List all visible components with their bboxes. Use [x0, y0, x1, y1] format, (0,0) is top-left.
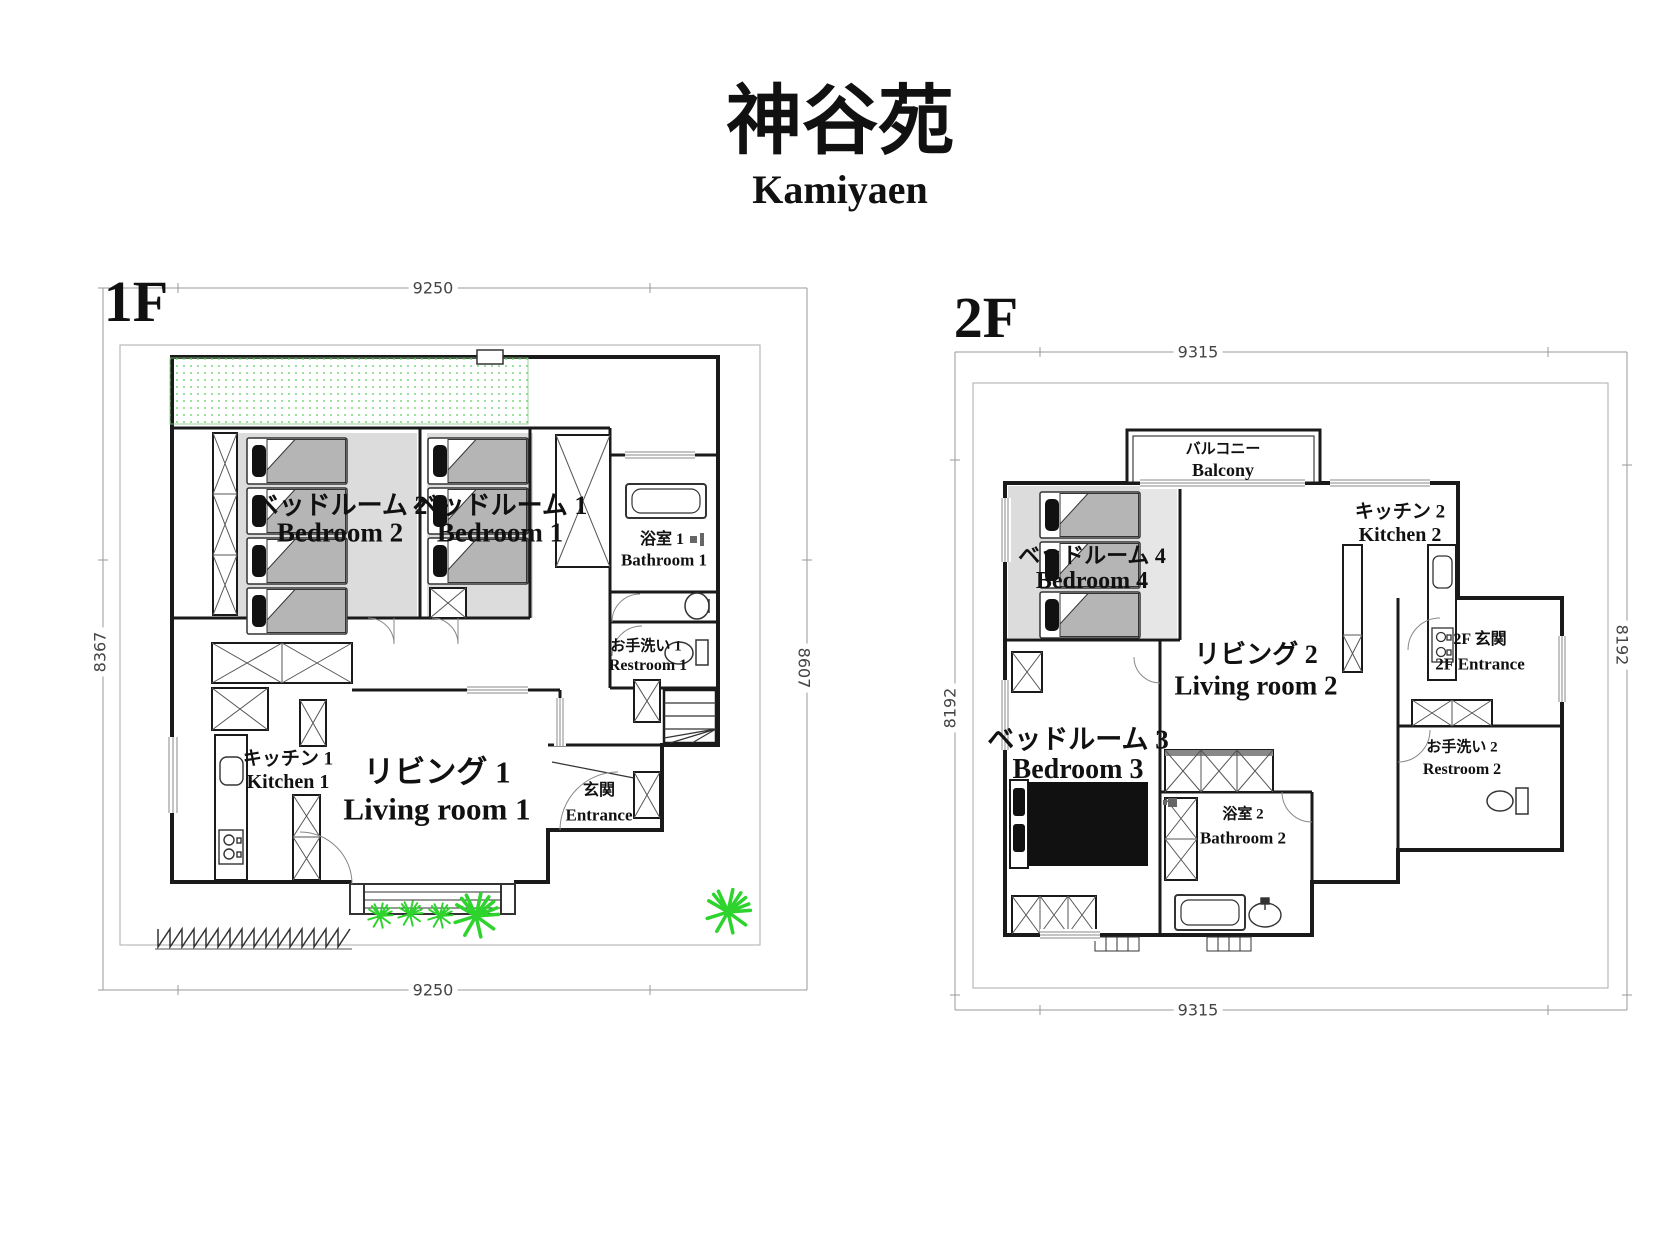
bathroom1-label-en: Bathroom 1 — [620, 550, 708, 570]
floor1-plan — [98, 283, 812, 995]
floor2-label: 2F — [953, 285, 1019, 350]
living1-label-ja: リビング 1 — [363, 754, 511, 790]
hall-sink1 — [684, 592, 710, 620]
restroom1-label-ja: お手洗い 1 — [610, 638, 682, 655]
kitchen1-sink — [219, 756, 244, 786]
bathtub2 — [1174, 894, 1246, 931]
shower-icon — [1163, 798, 1177, 807]
entrance-step-edge — [551, 761, 635, 779]
restroom2-label-ja: お手洗い 2 — [1426, 739, 1498, 756]
page-title-japanese: 神谷苑 — [726, 80, 954, 164]
living1-label-en: Living room 1 — [343, 791, 531, 827]
floor2-site-boundary — [972, 382, 1609, 989]
bathroom2-label-en: Bathroom 2 — [1199, 828, 1287, 848]
bedroom3-bed — [1009, 779, 1148, 869]
kitchen2-label-en: Kitchen 2 — [1358, 524, 1442, 546]
floor2-windows — [999, 477, 1568, 941]
floor2-closet-x-marks — [1011, 634, 1493, 935]
page-title-english: Kamiyaen — [752, 167, 928, 212]
floor2-dimension-lines — [950, 347, 1632, 1015]
kitchen2-sink — [1432, 555, 1453, 589]
bedroom1-label-en: Bedroom 1 — [436, 517, 564, 548]
floor1-dim-left: 8367 — [90, 627, 110, 677]
floor1-label: 1F — [103, 269, 169, 334]
floor2-dim-top: 9315 — [1173, 342, 1223, 362]
entrance2-label-ja: 2F 玄関 — [1453, 631, 1507, 648]
toilet1 — [664, 639, 709, 666]
bedroom3-label-en: Bedroom 3 — [1012, 754, 1144, 785]
kitchen2-label-ja: キッチン 2 — [1354, 501, 1446, 523]
kitchen1-label-ja: キッチン 1 — [242, 748, 334, 770]
floor1-site-boundary — [119, 344, 761, 946]
balcony-structure — [1125, 428, 1322, 485]
floor2-dim-bottom: 9315 — [1173, 1000, 1223, 1020]
kitchen1-stove — [218, 829, 244, 865]
floor1-windows — [166, 449, 695, 813]
floor2-plan — [950, 347, 1632, 1015]
bedroom3-label-ja: ベッドルーム 3 — [987, 724, 1169, 755]
stairs1 — [662, 688, 718, 745]
hatching-zigzag — [157, 926, 351, 950]
balcony-label-en: Balcony — [1191, 460, 1255, 480]
washbasin2 — [1248, 897, 1282, 928]
restroom2-label-en: Restroom 2 — [1422, 761, 1502, 778]
floor2-dim-left: 8192 — [940, 683, 960, 733]
floor1-closet-x-marks — [211, 432, 661, 881]
floor1-dim-right: 8607 — [794, 643, 814, 693]
kitchen2-stove — [1431, 627, 1454, 663]
floor1-dim-top: 9250 — [408, 278, 458, 298]
floor1-garden-area — [169, 357, 529, 425]
bedroom1-label-ja: ベッドルーム 1 — [412, 491, 588, 520]
balcony-label-ja: バルコニー — [1185, 441, 1261, 458]
floor2-interior-walls — [1005, 483, 1562, 935]
bedroom4-label-ja: ベッドルーム 4 — [1018, 543, 1166, 568]
toilet2 — [1486, 787, 1529, 815]
living2-label-ja: リビング 2 — [1194, 640, 1318, 669]
bedroom4-label-en: Bedroom 4 — [1035, 568, 1149, 594]
entrance1-label-ja: 玄関 — [582, 782, 616, 799]
floor1-dim-bottom: 9250 — [408, 980, 458, 1000]
bedroom4-floor-light — [1140, 486, 1177, 638]
bathroom1-faucet-icon — [690, 533, 704, 546]
floor1-door-arcs — [299, 593, 643, 885]
bathtub1 — [625, 483, 707, 519]
porch-opening — [352, 878, 514, 887]
bathroom1-label-ja: 浴室 1 — [639, 531, 685, 548]
floor2-dim-right: 8192 — [1612, 620, 1632, 670]
bedroom2-label-ja: ベッドルーム 2 — [252, 491, 428, 520]
top-wall-post — [476, 349, 504, 365]
entrance2-label-en: 2F Entrance — [1435, 654, 1525, 674]
entrance1-label-en: Entrance — [565, 805, 633, 825]
bathroom2-label-ja: 浴室 2 — [1222, 806, 1264, 823]
closet-row-top-strip — [1165, 750, 1273, 756]
floor2-door-arcs — [1133, 617, 1441, 823]
floor2-steps — [1094, 936, 1252, 952]
living2-label-en: Living room 2 — [1174, 670, 1338, 701]
kitchen1-label-en: Kitchen 1 — [246, 771, 330, 793]
bedroom2-label-en: Bedroom 2 — [276, 517, 404, 548]
restroom1-label-en: Restroom 1 — [608, 657, 688, 674]
